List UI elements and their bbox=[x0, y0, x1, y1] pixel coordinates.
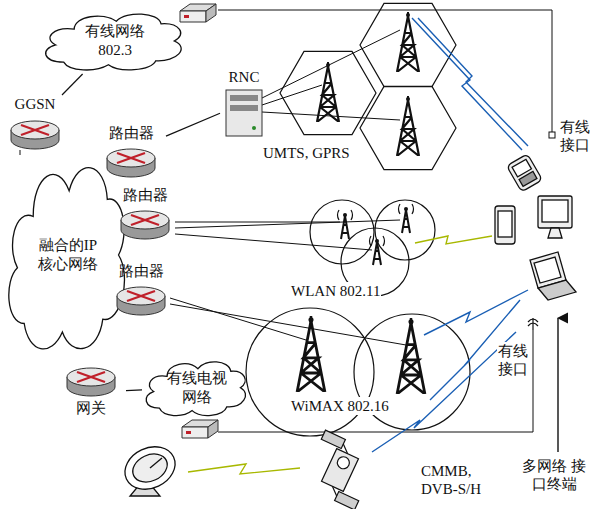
network-link bbox=[62, 74, 83, 95]
router-node: GGSN bbox=[3, 95, 67, 150]
server-node: RNC bbox=[220, 68, 268, 138]
network-link bbox=[166, 113, 220, 136]
cloud-outline bbox=[142, 356, 252, 420]
router-node: 路由器 bbox=[104, 262, 178, 316]
network-label: WiMAX 802.16 bbox=[290, 397, 390, 415]
router-node: 路由器 bbox=[108, 186, 182, 240]
cloud-outline bbox=[4, 148, 132, 362]
node-label: 有线电视 网络 bbox=[164, 369, 230, 407]
network-label: 有线接口 bbox=[497, 342, 531, 378]
node-label: 路由器 bbox=[96, 124, 166, 143]
network-link bbox=[126, 389, 142, 391]
node-label: 融合的IP 核心网络 bbox=[31, 236, 106, 274]
node-label: GGSN bbox=[3, 95, 67, 114]
network-label: UMTS, GPRS bbox=[262, 144, 351, 162]
network-cloud: 有线电视 网络 bbox=[142, 356, 252, 420]
node-label: RNC bbox=[210, 68, 278, 87]
network-cloud: 有线网络 802.3 bbox=[40, 8, 190, 74]
node-label: 路由器 bbox=[104, 262, 178, 281]
network-label: 有线接口 bbox=[559, 118, 593, 154]
node-label: 路由器 bbox=[108, 186, 182, 205]
router-node: 网关 bbox=[56, 365, 126, 419]
node-label: 有线网络 802.3 bbox=[83, 22, 148, 60]
network-label: 多网络 接口终端 bbox=[520, 457, 588, 493]
network-label: WLAN 802.11 bbox=[290, 282, 381, 300]
network-label: CMMB, DVB-S/H bbox=[420, 462, 497, 498]
cloud-outline bbox=[40, 8, 190, 74]
node-label: 网关 bbox=[56, 399, 126, 418]
router-node: 路由器 bbox=[96, 124, 166, 178]
network-cloud: 融合的IP 核心网络 bbox=[4, 148, 132, 362]
